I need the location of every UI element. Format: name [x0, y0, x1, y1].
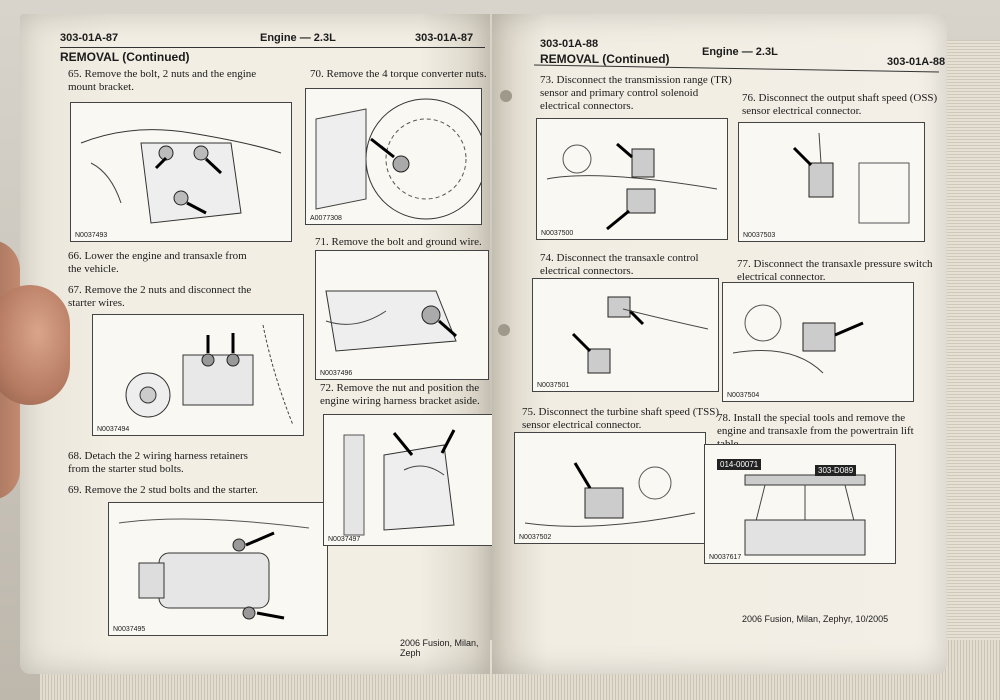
step-71: 71. Remove the bolt and ground wire.: [315, 236, 495, 249]
step-text: Disconnect the output shaft speed (OSS) …: [742, 92, 938, 117]
step-text: Detach the 2 wiring harness retainers fr…: [68, 450, 248, 475]
step-75: 75. Disconnect the turbine shaft speed (…: [522, 406, 722, 432]
step-text: Disconnect the turbine shaft speed (TSS)…: [522, 406, 720, 431]
figure-74: N0037501: [532, 278, 719, 392]
figure-77: N0037504: [722, 282, 914, 402]
right-section-title: REMOVAL (Continued): [540, 52, 670, 66]
figure-71: N0037496: [315, 250, 489, 380]
tool-tag-1: 014-00071: [717, 459, 762, 470]
step-number: 67.: [68, 284, 82, 296]
step-number: 73.: [540, 74, 554, 86]
left-header-code: 303-01A-87: [60, 32, 119, 44]
step-number: 77.: [737, 258, 751, 270]
step-67: 67. Remove the 2 nuts and disconnect the…: [68, 284, 258, 310]
step-68: 68. Detach the 2 wiring harness retainer…: [68, 450, 258, 476]
step-number: 69.: [68, 484, 82, 496]
figure-id: N0037617: [709, 554, 742, 561]
left-section-title: REMOVAL (Continued): [60, 50, 190, 64]
figure-78: 014-00071 303-D089 N0037617: [704, 444, 896, 564]
left-page: 303-01A-87 Engine — 2.3L 303-01A-87 REMO…: [20, 14, 495, 674]
step-text: Disconnect the transaxle control electri…: [540, 252, 699, 277]
figure-67: N0037494: [92, 314, 304, 436]
left-header-title: Engine — 2.3L: [260, 32, 336, 44]
transaxle-connectors-illustration: [571, 296, 709, 374]
step-number: 70.: [310, 68, 324, 80]
pressure-switch-illustration: [732, 304, 864, 374]
step-number: 66.: [68, 250, 82, 262]
step-74: 74. Disconnect the transaxle control ele…: [540, 252, 740, 278]
right-header-title: Engine — 2.3L: [702, 46, 778, 58]
figure-id: A0077308: [310, 215, 342, 222]
step-number: 65.: [68, 68, 82, 80]
thumb: [0, 285, 70, 405]
step-text: Disconnect the transaxle pressure switch…: [737, 258, 933, 283]
powertrain-lift-illustration: [744, 474, 866, 556]
step-text: Disconnect the transmission range (TR) s…: [540, 74, 732, 112]
figure-id: N0037494: [97, 426, 130, 433]
step-number: 78.: [717, 412, 731, 424]
left-header-code-right: 303-01A-87: [415, 32, 474, 44]
step-72: 72. Remove the nut and position the engi…: [320, 382, 495, 408]
starter-wires-illustration: [125, 324, 294, 426]
step-text: Remove the 2 stud bolts and the starter.: [84, 484, 259, 496]
figure-70: A0077308: [305, 88, 482, 225]
step-65: 65. Remove the bolt, 2 nuts and the engi…: [68, 68, 258, 94]
tool-tag-2: 303-D089: [815, 465, 857, 476]
harness-bracket-illustration: [343, 429, 456, 536]
step-number: 76.: [742, 92, 756, 104]
step-73: 73. Disconnect the transmission range (T…: [540, 74, 740, 113]
left-footer: 2006 Fusion, Milan, Zeph: [400, 638, 479, 658]
step-text: Remove the 2 nuts and disconnect the sta…: [68, 284, 252, 309]
figure-76: N0037503: [738, 122, 925, 242]
step-text: Remove the bolt, 2 nuts and the engine m…: [68, 68, 257, 93]
engine-mount-illustration: [80, 129, 282, 224]
figure-id: N0037500: [541, 230, 574, 237]
figure-id: N0037503: [743, 232, 776, 239]
step-text: Remove the 4 torque converter nuts.: [326, 68, 487, 80]
step-number: 75.: [522, 406, 536, 418]
figure-72: N0037497: [323, 414, 495, 546]
figure-id: N0037502: [519, 534, 552, 541]
right-page: 303-01A-88 Engine — 2.3L 303-01A-88 REMO…: [492, 14, 947, 674]
tss-sensor-illustration: [524, 462, 696, 527]
binder-hole: [498, 324, 510, 336]
figure-73: N0037500: [536, 118, 728, 240]
step-69: 69. Remove the 2 stud bolts and the star…: [68, 484, 298, 497]
figure-id: N0037496: [320, 370, 353, 377]
figure-id: N0037497: [328, 536, 361, 543]
right-header-code: 303-01A-88: [540, 38, 599, 50]
step-text: Remove the bolt and ground wire.: [331, 236, 482, 248]
header-rule: [60, 47, 485, 48]
step-66: 66. Lower the engine and transaxle from …: [68, 250, 258, 276]
figure-id: N0037504: [727, 392, 760, 399]
step-text: Lower the engine and transaxle from the …: [68, 250, 247, 275]
figure-id: N0037501: [537, 382, 570, 389]
step-number: 72.: [320, 382, 334, 394]
step-number: 68.: [68, 450, 82, 462]
oss-sensor-illustration: [792, 132, 910, 224]
step-76: 76. Disconnect the output shaft speed (O…: [742, 92, 942, 118]
tr-sensor-illustration: [546, 142, 718, 231]
figure-75: N0037502: [514, 432, 706, 544]
figure-id: N0037495: [113, 626, 146, 633]
step-77: 77. Disconnect the transaxle pressure sw…: [737, 258, 937, 284]
torque-converter-illustration: [315, 98, 481, 220]
binder-hole: [500, 90, 512, 102]
step-number: 74.: [540, 252, 554, 264]
ground-wire-illustration: [325, 290, 457, 352]
step-70: 70. Remove the 4 torque converter nuts.: [310, 68, 490, 81]
figure-65: N0037493: [70, 102, 292, 242]
starter-illustration: [118, 518, 310, 620]
figure-69: N0037495: [108, 502, 328, 636]
step-number: 71.: [315, 236, 329, 248]
step-text: Remove the nut and position the engine w…: [320, 382, 480, 407]
right-footer: 2006 Fusion, Milan, Zephyr, 10/2005: [742, 614, 889, 624]
figure-id: N0037493: [75, 232, 108, 239]
right-header-code-right: 303-01A-88: [887, 56, 946, 68]
